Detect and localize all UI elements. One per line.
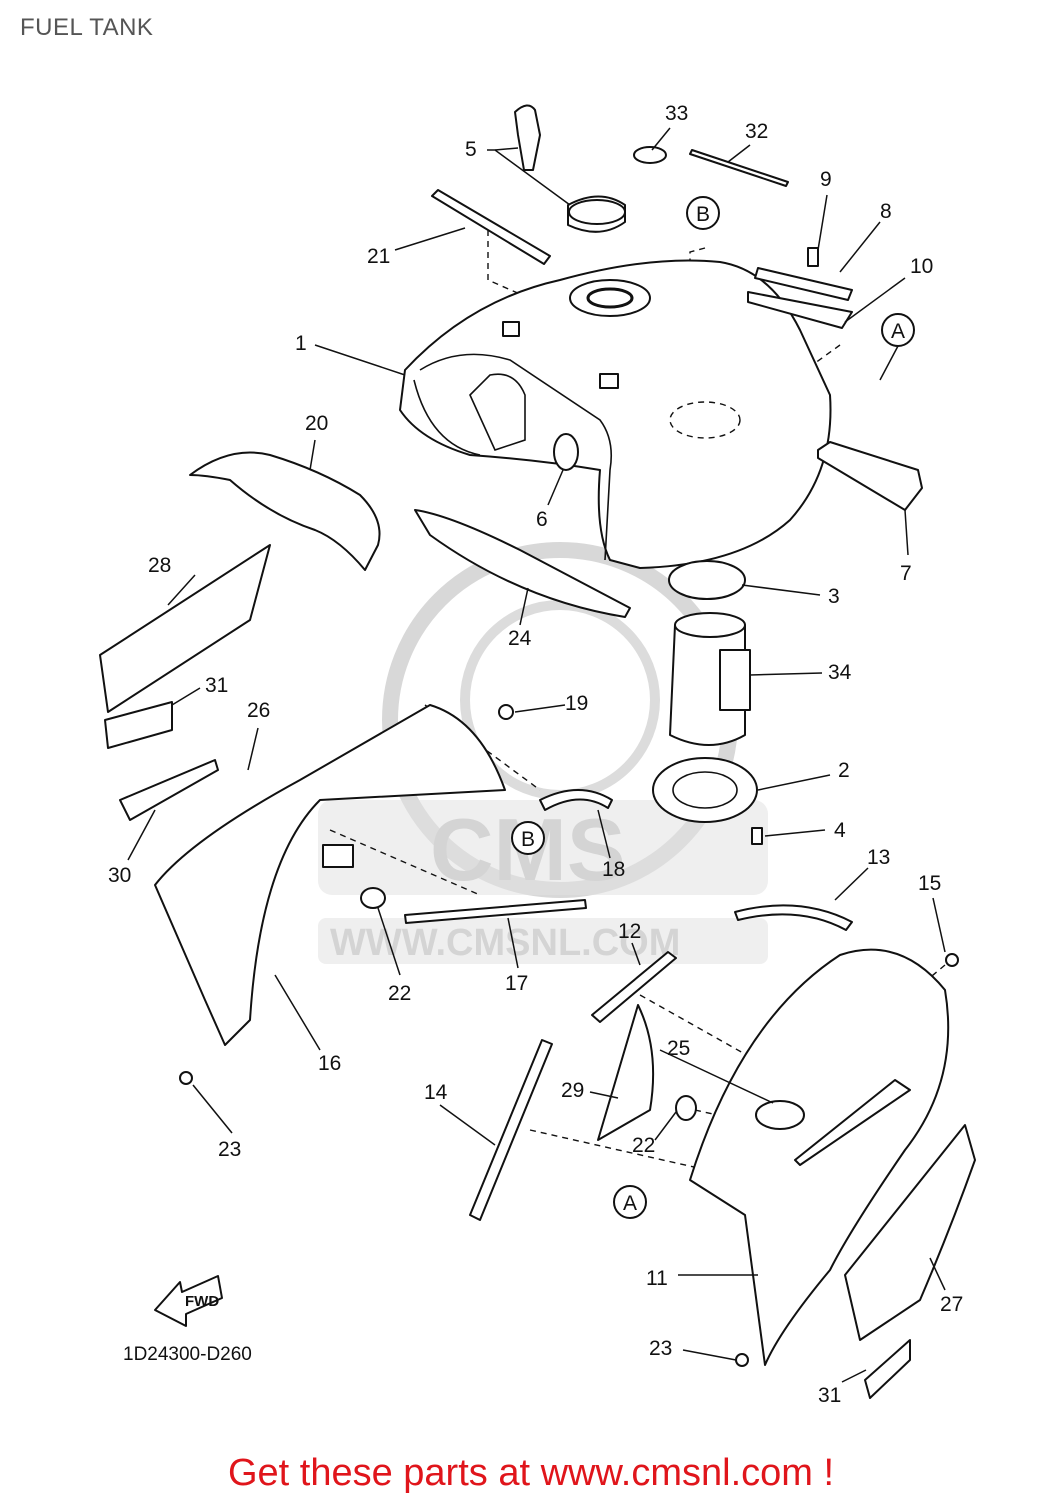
diagram-code: 1D24300-D260 [123,1344,252,1365]
callout-9: 9 [820,168,832,191]
callout-29: 29 [561,1079,584,1102]
clip-22-upper [322,844,354,868]
decal-31-right [864,1339,911,1399]
decal-28 [99,544,271,713]
cms-watermark: CMS WWW.CMSNL.COM [318,542,768,964]
callout-34: 34 [828,661,852,684]
callout-24: 24 [508,627,532,650]
callout-19: 19 [565,692,588,715]
fwd-arrow-icon: FWD [154,1275,223,1327]
callout-25: 25 [667,1037,690,1060]
screw-4 [751,827,763,845]
callout-10: 10 [910,255,933,278]
seal-strip-21 [431,189,551,265]
callout-15: 15 [918,872,941,895]
ref-a-lower: A [623,1192,637,1215]
callout-16: 16 [318,1052,341,1075]
panel-29 [597,1004,655,1141]
callout-3: 3 [828,585,840,608]
ring-2 [652,757,758,823]
fwd-label: FWD [185,1293,219,1310]
callout-26: 26 [247,699,270,722]
leader-lines [127,127,946,1383]
callout-6: 6 [536,508,548,531]
grommet-6 [553,433,579,471]
ref-b-top: B [696,203,710,226]
strip-17 [404,899,587,924]
trim-25 [794,1079,911,1166]
page-title: FUEL TANK [20,14,154,41]
callout-28: 28 [148,554,171,577]
fuel-pump-34 [669,612,751,746]
callout-11: 11 [646,1267,668,1290]
callout-21: 21 [367,245,390,268]
ref-b-lower: B [521,828,535,851]
brackets-8-9-10 [747,247,853,329]
callout-8: 8 [880,200,892,223]
decal-27 [844,1124,976,1341]
fuel-tank-part [399,259,832,569]
callout-27: 27 [940,1293,963,1316]
emblem-33 [633,146,667,164]
callout-23-right: 23 [649,1337,672,1360]
cta-link[interactable]: Get these parts at www.cmsnl.com ! [227,1452,835,1494]
callout-7: 7 [900,562,912,585]
callout-22-upper: 22 [388,982,411,1005]
bracket-7 [817,441,923,511]
screw-23-right [735,1353,749,1367]
decal-30 [119,759,219,821]
callout-18: 18 [602,858,625,881]
callout-12: 12 [618,920,641,943]
grommet-22-upper [360,887,386,909]
decal-31-left [104,701,173,749]
ref-circles: B A B A [511,196,915,1219]
callout-22-lower: 22 [632,1134,655,1157]
emblem-25 [755,1100,805,1130]
ref-a-right: A [891,320,905,343]
callout-1: 1 [295,332,307,355]
callout-31-left: 31 [205,674,228,697]
screw-15 [945,953,959,967]
callout-4: 4 [834,819,846,842]
callout-20: 20 [305,412,328,435]
callout-32: 32 [745,120,768,143]
callout-14: 14 [424,1081,448,1104]
cover-20 [189,451,381,571]
strip-18 [539,789,613,811]
callout-23-left: 23 [218,1138,241,1161]
callout-33: 33 [665,102,688,125]
strip-14 [469,1039,553,1221]
screw-23-left [179,1071,193,1085]
screw-19 [498,704,514,720]
callout-2: 2 [838,759,850,782]
grommet-22-lower [675,1095,697,1121]
strip-13 [734,904,853,931]
panel-24 [414,509,631,618]
callout-31-right: 31 [818,1384,841,1407]
callout-30: 30 [108,864,131,887]
side-cover-11 [689,948,950,1366]
gasket-3 [668,560,746,600]
side-cover-16 [154,704,506,1046]
key-and-cap-part [514,104,626,233]
strip-12 [591,951,677,1023]
watermark-url: WWW.CMSNL.COM [330,922,680,964]
callout-13: 13 [867,846,890,869]
callout-labels: 5 33 32 9 8 10 21 1 20 6 7 3 28 24 34 31… [108,102,963,1407]
callout-5: 5 [465,138,477,161]
strip-32 [689,149,789,187]
callout-17: 17 [505,972,528,995]
